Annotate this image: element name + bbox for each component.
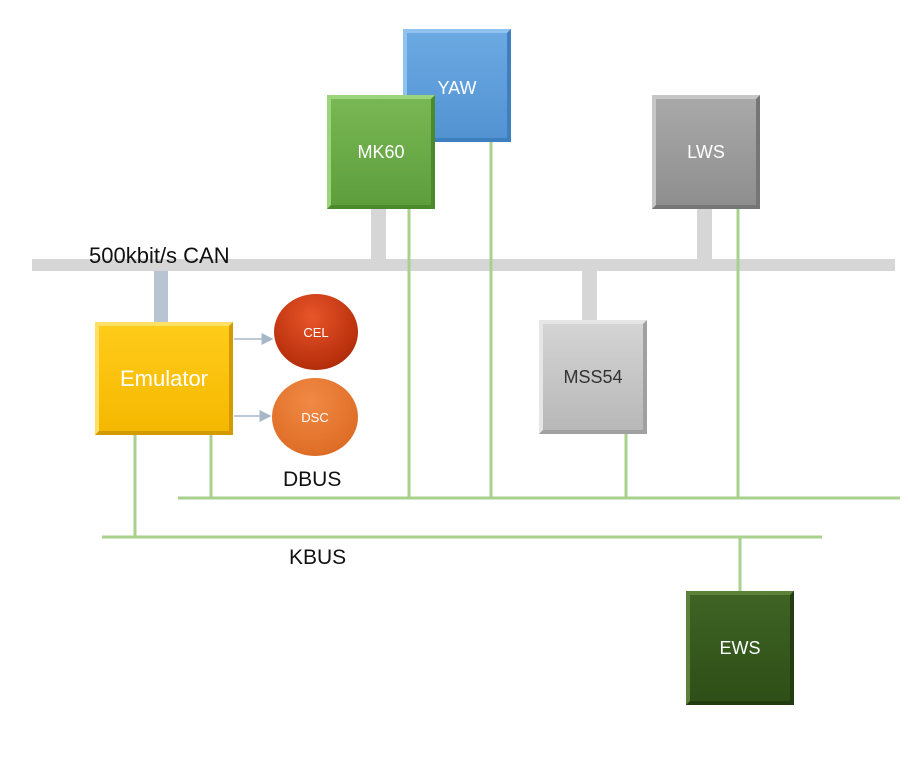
can-stub-emulator [154,270,168,322]
can-stub-lws [697,209,712,261]
dsc-label: DSC [301,409,329,425]
lws-node: LWS [652,95,760,209]
mss54-label: MSS54 [563,366,623,387]
can-stub-mk60 [371,209,386,261]
emulator-label: Emulator [119,365,209,391]
cel-label: CEL [303,324,329,340]
mk60-node: MK60 [327,95,435,209]
mk60-label: MK60 [357,141,405,162]
ews-label: EWS [719,637,761,658]
ews-node: EWS [686,591,794,705]
kbus-label: KBUS [289,546,347,569]
mss54-node: MSS54 [539,320,647,434]
emulator-node: Emulator [95,322,233,435]
can-bus-line [32,259,895,271]
lws-label: LWS [687,141,725,162]
dsc-node: DSC [272,378,358,456]
can-bus-label: 500kbit/s CAN [89,243,230,268]
dbus-label: DBUS [283,468,342,491]
can-stub-mss54 [582,270,597,320]
yaw-label: YAW [437,78,477,98]
cel-node: CEL [274,294,358,370]
